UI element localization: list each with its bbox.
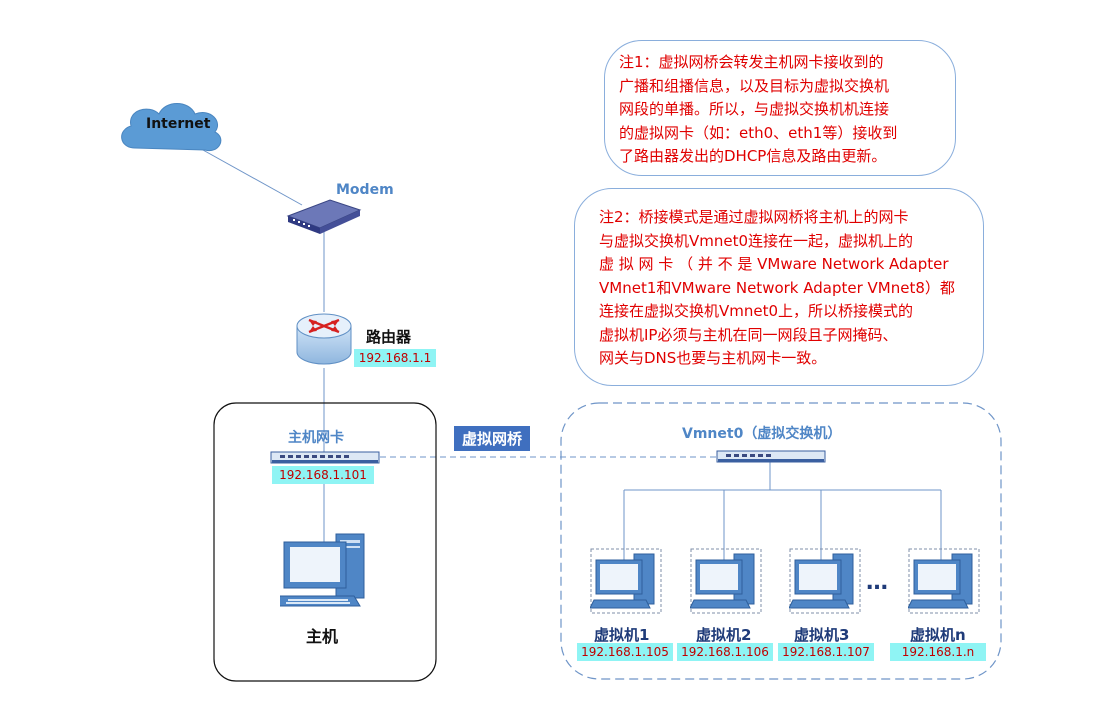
virtual-switch-icon (716, 450, 826, 463)
vm1-label: 虚拟机1 (594, 626, 650, 644)
vm3-ip: 192.168.1.107 (778, 643, 874, 661)
internet-cloud-icon (121, 103, 222, 152)
router-icon (296, 313, 352, 365)
host-nic-icon (270, 451, 380, 464)
note-1-line: 网段的单播。所以，与虚拟交换机机连接 (619, 100, 890, 118)
vm2-label: 虚拟机2 (696, 626, 752, 644)
note-1-line: 的虚拟网卡（如：eth0、eth1等）接收到 (619, 123, 898, 142)
note-1-line: 广播和组播信息，以及目标为虚拟交换机 (619, 76, 890, 95)
router-label: 路由器 (366, 328, 412, 346)
vmn-computer-icon (908, 548, 980, 614)
note-2: 注2：桥接模式是通过虚拟网桥将主机上的网卡 与虚拟交换机Vmnet0连接在一起，… (574, 188, 984, 386)
modem-label: Modem (336, 182, 394, 198)
host-nic-label: 主机网卡 (288, 430, 344, 446)
host-label: 主机 (306, 627, 339, 646)
router-ip: 192.168.1.1 (354, 349, 436, 367)
note-1: 注1：虚拟网桥会转发主机网卡接收到的 广播和组播信息，以及目标为虚拟交换机 网段… (604, 40, 956, 176)
note-2-line: 与虚拟交换机Vmnet0连接在一起，虚拟机上的 (599, 231, 914, 250)
vswitch-label: Vmnet0（虚拟交换机） (682, 426, 842, 442)
note-2-line: 虚 拟 网 卡 （ 并 不 是 VMware Network Adapter (599, 255, 949, 273)
vm3-computer-icon (789, 548, 861, 614)
vm2-computer-icon (690, 548, 762, 614)
vmn-ip: 192.168.1.n (890, 643, 986, 661)
note-2-line: 网关与DNS也要与主机网卡一致。 (599, 349, 827, 367)
vm-ellipsis: … (866, 570, 888, 595)
host-computer-icon (280, 533, 365, 607)
vm1-ip: 192.168.1.105 (577, 643, 673, 661)
vm3-label: 虚拟机3 (794, 626, 850, 644)
note-2-line: 虚拟机IP必须与主机在同一网段且子网掩码、 (599, 325, 898, 344)
note-2-line: 连接在虚拟交换机Vmnet0上，所以桥接模式的 (599, 302, 914, 320)
internet-label: Internet (146, 116, 211, 132)
host-nic-ip: 192.168.1.101 (272, 466, 374, 484)
modem-icon (286, 199, 362, 234)
vmn-label: 虚拟机n (910, 626, 966, 644)
vm2-ip: 192.168.1.106 (677, 643, 773, 661)
note-2-line: 注2：桥接模式是通过虚拟网桥将主机上的网卡 (599, 208, 909, 226)
note-2-line: VMnet1和VMware Network Adapter VMnet8）都 (599, 278, 955, 297)
virtual-bridge-label: 虚拟网桥 (454, 426, 531, 451)
note-1-line: 了路由器发出的DHCP信息及路由更新。 (619, 147, 887, 165)
vm1-computer-icon (590, 548, 662, 614)
note-1-line: 注1：虚拟网桥会转发主机网卡接收到的 (619, 53, 884, 71)
